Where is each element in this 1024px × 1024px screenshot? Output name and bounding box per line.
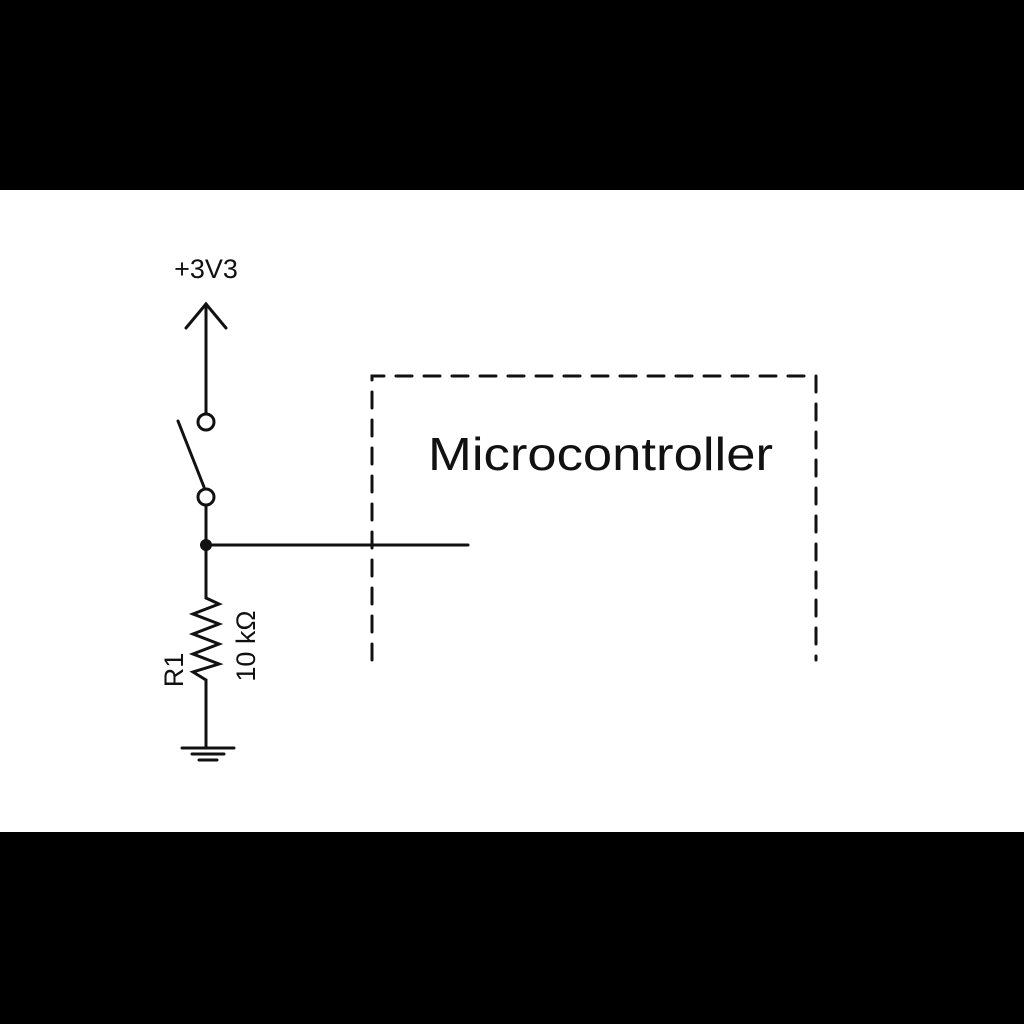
resistor-ref-label: R1 (159, 653, 189, 688)
microcontroller-block-outline (370, 374, 818, 662)
letterbox-top (0, 0, 1024, 190)
junction-dot (200, 539, 212, 551)
microcontroller-label: Microcontroller (428, 428, 773, 480)
diagram-background (0, 190, 1024, 832)
letterbox-bottom (0, 832, 1024, 1024)
switch-icon[interactable] (176, 412, 216, 507)
ground-icon (180, 746, 236, 762)
resistor-icon (188, 596, 224, 682)
resistor-value-label: 10 kΩ (231, 610, 261, 681)
supply-label: +3V3 (174, 254, 238, 284)
supply-arrow-icon (184, 301, 228, 416)
